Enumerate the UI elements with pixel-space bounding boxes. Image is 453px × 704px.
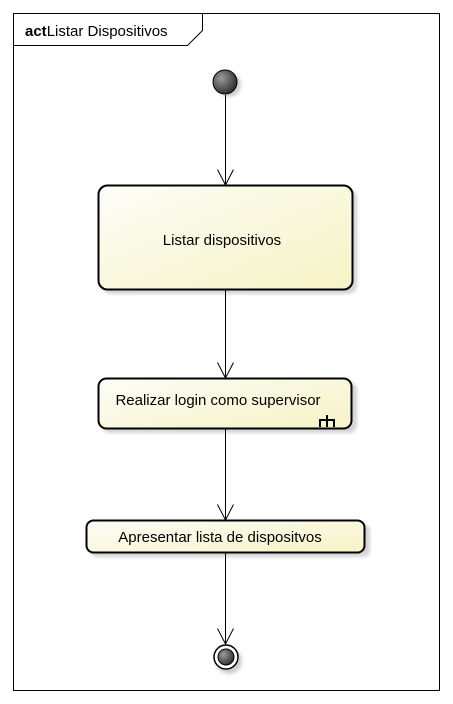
control-flow-2[interactable] (217, 290, 234, 380)
action-2-label: Realizar login como supervisor (115, 392, 320, 409)
activity-final-node[interactable] (213, 644, 242, 674)
frame-title: Listar Dispositivos (47, 23, 168, 40)
control-flow-3[interactable] (217, 429, 234, 522)
action-apresentar-lista[interactable]: Apresentar lista de dispositvos (85, 519, 371, 558)
initial-node[interactable] (212, 69, 241, 97)
frame-border (13, 13, 440, 691)
action-realizar-login[interactable]: Realizar login como supervisor (97, 377, 358, 434)
svg-text:actListar Dispositivos: actListar Dispositivos (25, 23, 168, 40)
control-flow-4[interactable] (217, 553, 234, 646)
control-flow-1[interactable] (217, 95, 234, 187)
arrowhead-4 (217, 628, 234, 646)
frame-name-tab (13, 13, 203, 46)
diagram-frame: actListar Dispositivos (13, 13, 440, 691)
action-3-label: Apresentar lista de dispositvos (118, 529, 321, 546)
action-listar-dispositivos[interactable]: Listar dispositivos (97, 184, 358, 295)
call-behavior-rake-icon (319, 415, 335, 427)
action-1-label: Listar dispositivos (163, 232, 281, 249)
frame-keyword: act (25, 23, 47, 40)
